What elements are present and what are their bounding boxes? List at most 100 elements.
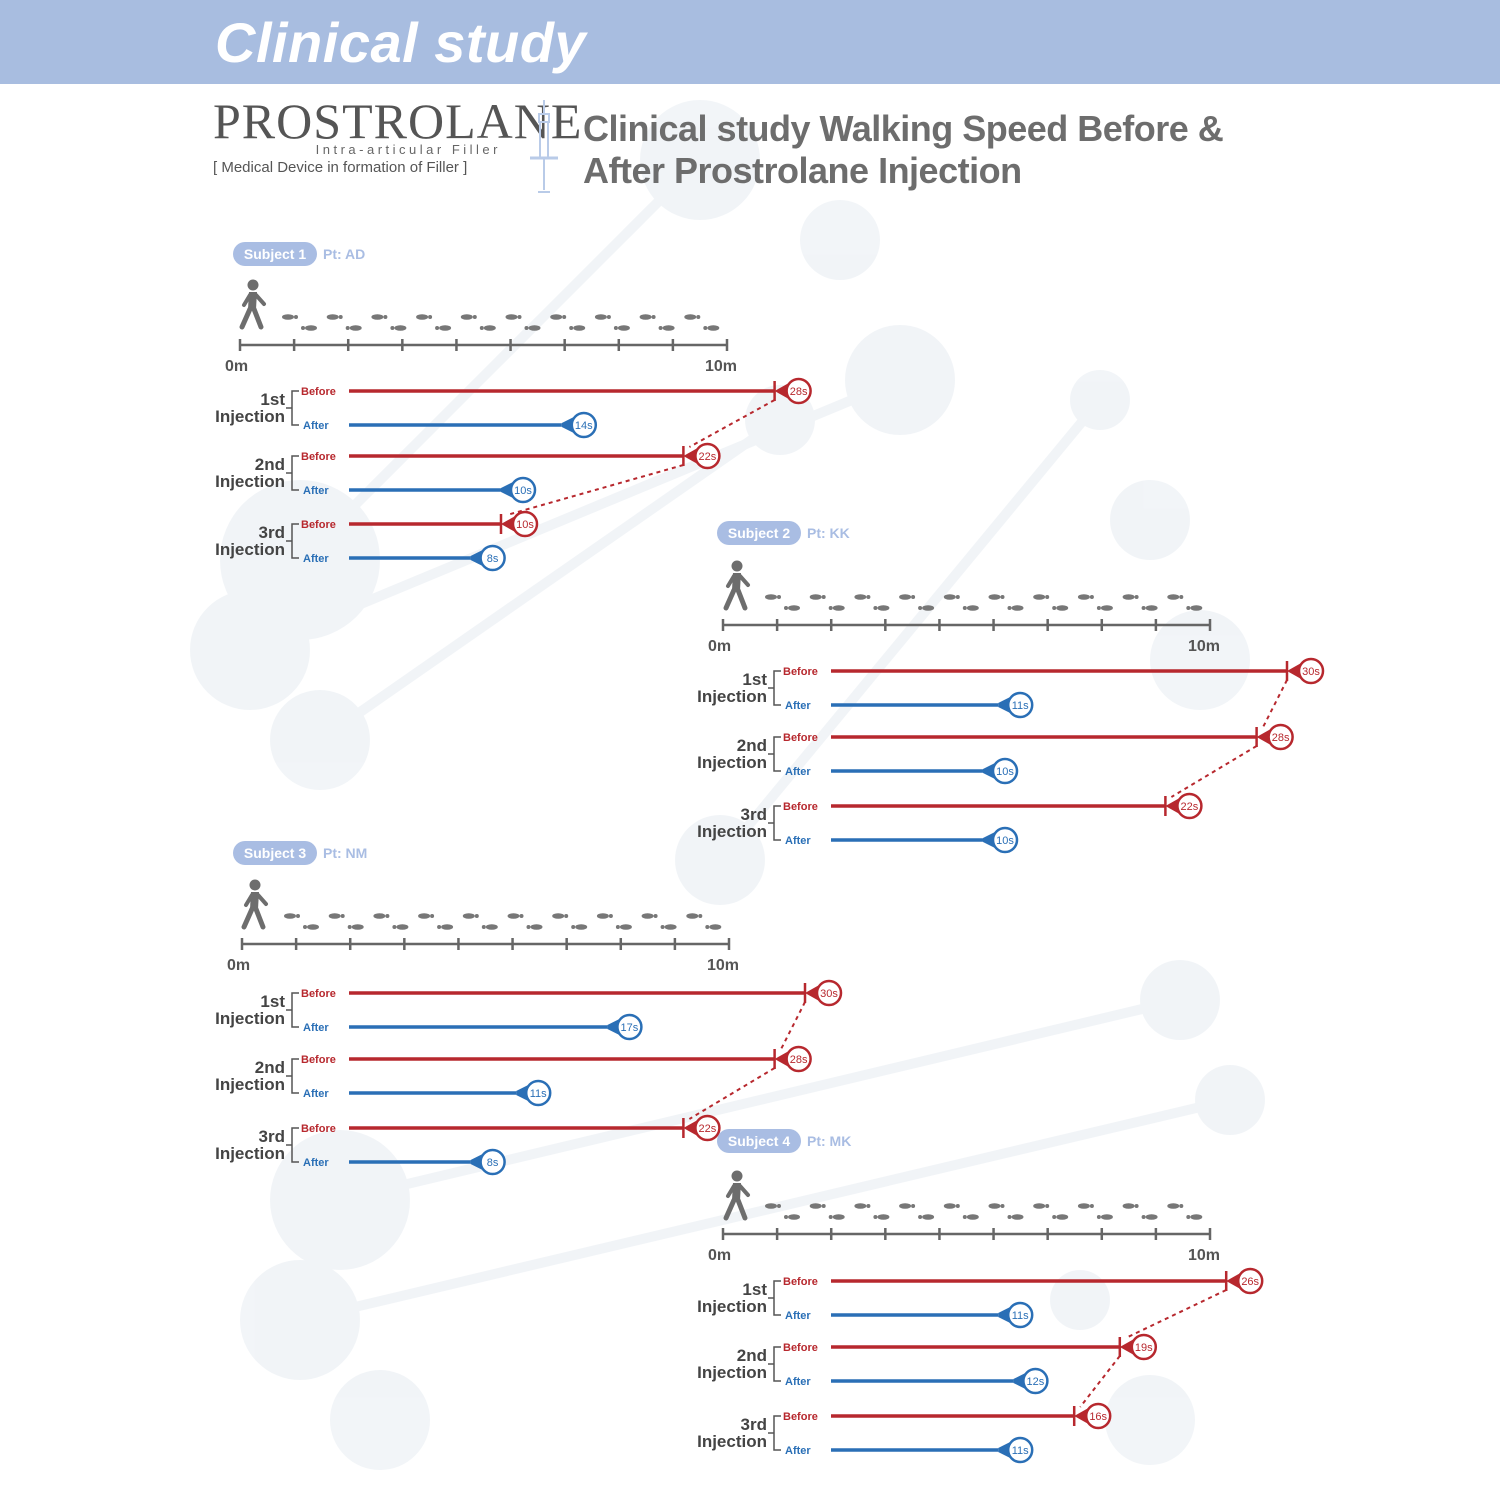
trend-line — [1170, 745, 1258, 798]
injection-ordinal: 2nd — [255, 1058, 285, 1077]
value-label: 14s — [575, 420, 593, 432]
subject-badge — [717, 521, 801, 545]
injection-ordinal: 2nd — [737, 736, 767, 755]
group-bracket — [291, 1127, 299, 1163]
injection-label: Injection — [697, 687, 767, 706]
before-label: Before — [783, 666, 818, 678]
trend-line — [688, 399, 776, 448]
axis-start-label: 0m — [708, 638, 731, 655]
after-label: After — [785, 1376, 811, 1388]
before-value-marker: 22s — [683, 442, 721, 470]
injection-ordinal: 2nd — [737, 1346, 767, 1365]
after-label: After — [785, 766, 811, 778]
value-label: 22s — [699, 1123, 717, 1135]
injection-label: Injection — [697, 1363, 767, 1382]
axis-end-label: 10m — [1188, 638, 1220, 655]
footprints-icon — [282, 314, 720, 331]
group-bracket — [291, 455, 299, 491]
after-label: After — [303, 420, 329, 432]
value-label: 11s — [530, 1088, 547, 1100]
dna-sphere — [1105, 1375, 1195, 1465]
value-label: 19s — [1135, 1342, 1153, 1354]
before-label: Before — [783, 1411, 818, 1423]
after-value-marker: 11s — [516, 1079, 552, 1107]
group-bracket — [773, 670, 781, 706]
injection-label: Injection — [697, 753, 767, 772]
before-value-marker: 30s — [805, 979, 843, 1007]
patient-label: Pt: AD — [323, 246, 365, 262]
walking-person-icon — [239, 279, 266, 330]
dna-sphere — [270, 1130, 410, 1270]
before-label: Before — [783, 801, 818, 813]
walking-person-icon — [723, 1170, 750, 1221]
before-label: Before — [301, 1054, 336, 1066]
syringe-icon — [530, 100, 558, 193]
dna-sphere — [190, 590, 310, 710]
value-label: 10s — [996, 766, 1014, 778]
footprints-icon — [284, 913, 722, 930]
injection-label: Injection — [697, 1297, 767, 1316]
injection-ordinal: 1st — [260, 992, 285, 1011]
value-label: 28s — [1272, 732, 1290, 744]
value-label: 28s — [790, 386, 808, 398]
value-label: 11s — [1012, 700, 1029, 712]
dna-sphere — [240, 1260, 360, 1380]
dna-sphere — [1070, 370, 1130, 430]
injection-label: Injection — [215, 540, 285, 559]
before-label: Before — [783, 1276, 818, 1288]
group-bracket — [291, 390, 299, 426]
footprints-icon — [765, 1203, 1203, 1220]
trend-line — [1125, 1289, 1227, 1339]
value-label: 11s — [1012, 1310, 1029, 1322]
value-label: 16s — [1089, 1411, 1107, 1423]
subject-badge — [233, 242, 317, 266]
value-label: 10s — [996, 835, 1014, 847]
walking-person-icon — [241, 879, 268, 930]
after-value-marker: 10s — [983, 757, 1019, 785]
before-label: Before — [301, 451, 336, 463]
before-value-marker: 22s — [683, 1114, 721, 1142]
patient-label: Pt: KK — [807, 525, 850, 541]
value-label: 8s — [487, 553, 499, 565]
after-label: After — [303, 1088, 329, 1100]
group-bracket — [773, 1415, 781, 1451]
injection-label: Injection — [215, 1009, 285, 1028]
axis-end-label: 10m — [705, 358, 737, 375]
value-label: 30s — [820, 988, 838, 1000]
after-value-marker: 8s — [470, 544, 506, 572]
axis-start-label: 0m — [708, 1247, 731, 1264]
walking-person-icon — [723, 560, 750, 611]
axis-start-label: 0m — [225, 358, 248, 375]
value-label: 10s — [516, 519, 534, 531]
group-bracket — [773, 1346, 781, 1382]
subject-title: Subject 3 — [244, 845, 306, 861]
before-value-marker: 26s — [1226, 1267, 1264, 1295]
before-value-marker: 28s — [1256, 723, 1294, 751]
before-value-marker: 10s — [501, 510, 539, 538]
group-bracket — [773, 805, 781, 841]
injection-label: Injection — [697, 822, 767, 841]
trend-line — [688, 1067, 776, 1120]
after-value-marker: 11s — [998, 1436, 1034, 1464]
before-value-marker: 19s — [1119, 1333, 1158, 1361]
value-label: 10s — [514, 485, 532, 497]
value-label: 30s — [1302, 666, 1320, 678]
subject-title: Subject 1 — [244, 246, 306, 262]
after-label: After — [785, 835, 811, 847]
group-bracket — [291, 992, 299, 1028]
after-value-marker: 10s — [501, 476, 537, 504]
dna-sphere — [675, 815, 765, 905]
group-bracket — [291, 523, 299, 559]
injection-label: Injection — [215, 472, 285, 491]
dna-sphere — [270, 690, 370, 790]
after-value-marker: 8s — [470, 1148, 506, 1176]
after-value-marker: 11s — [998, 1301, 1034, 1329]
